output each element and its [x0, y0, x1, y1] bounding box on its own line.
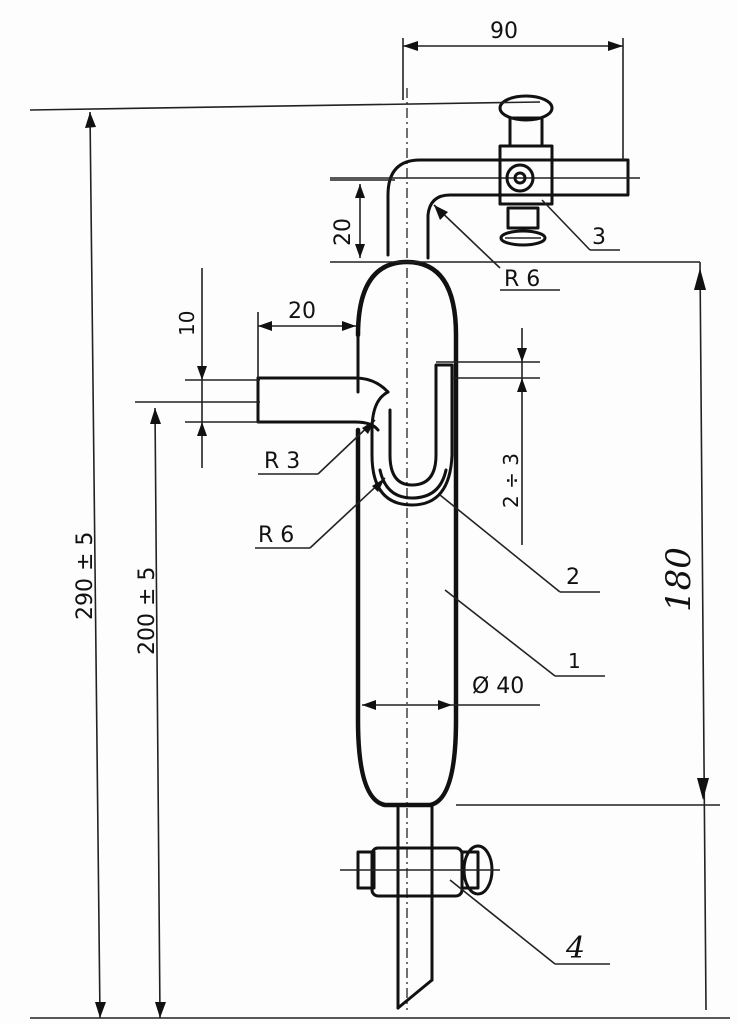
callout-r6-lower-label: R 6: [258, 523, 294, 548]
callout-part-2: 2: [439, 494, 600, 593]
dimension-90: 90: [402, 19, 624, 160]
callout-r3-label: R 3: [264, 449, 300, 474]
dimension-2-3-label: 2 ÷ 3: [499, 453, 523, 508]
dimension-180-label: 180: [659, 547, 699, 612]
dimension-20-vertical: 20: [330, 179, 700, 263]
callout-r6-lower: R 6: [255, 477, 386, 549]
top-outlet-tube: [330, 158, 640, 260]
main-vessel-body: [355, 259, 459, 808]
callout-part-1: 1: [444, 589, 605, 677]
bottom-stem: [396, 803, 434, 1010]
dimension-90-label: 90: [490, 19, 518, 44]
top-stopcock: [498, 94, 554, 247]
callout-part-4: 4: [449, 879, 610, 966]
dimension-290-label: 290 ± 5: [73, 532, 98, 620]
dimension-200-label: 200 ± 5: [135, 567, 160, 655]
dimension-20-vertical-label: 20: [331, 218, 356, 246]
dimension-200: 200 ± 5: [135, 401, 260, 1019]
dimension-2-3: 2 ÷ 3: [436, 328, 540, 545]
side-inlet-tube: [256, 376, 390, 432]
dimension-20-horizontal: 20: [257, 299, 356, 378]
dimension-290: 290 ± 5: [29, 101, 541, 1019]
dimension-20-horizontal-label: 20: [288, 299, 316, 324]
callout-part-1-label: 1: [568, 649, 581, 673]
callout-part-2-label: 2: [566, 565, 580, 590]
callout-part-3: 3: [541, 199, 620, 251]
dimension-diameter-40-label: Ø 40: [472, 674, 524, 699]
callout-r3: R 3: [258, 419, 376, 475]
callout-r6-upper-label: R 6: [504, 267, 540, 292]
inner-u-tube: [370, 363, 454, 507]
bottom-stopcock: [340, 844, 500, 898]
callout-part-3-label: 3: [592, 225, 606, 250]
dimension-10: 10: [175, 268, 260, 468]
dimension-180: 180: [456, 261, 720, 1011]
callout-r6-upper: R 6: [433, 204, 560, 292]
dimension-10-label: 10: [175, 311, 199, 336]
callout-part-4-label: 4: [565, 931, 585, 966]
dimension-diameter-40: Ø 40: [362, 674, 540, 710]
